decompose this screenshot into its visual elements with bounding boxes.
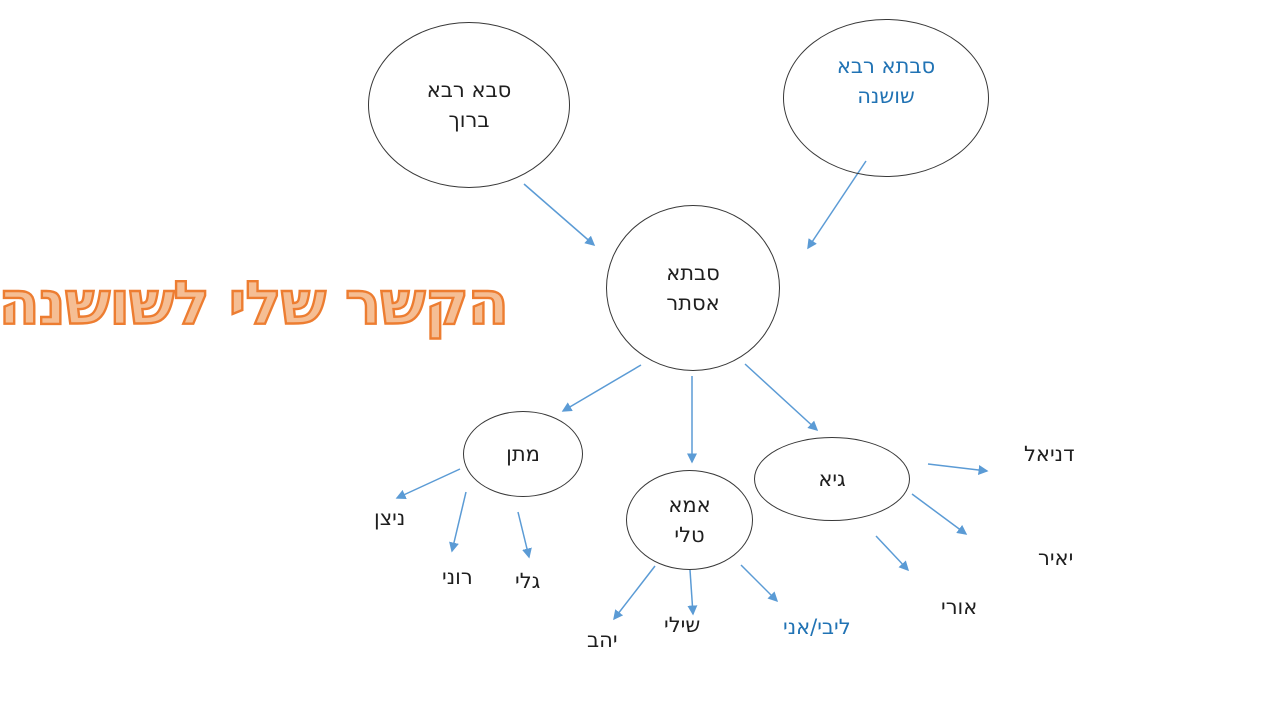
node-guy: גיא: [754, 437, 910, 521]
edge-tali-shili: [687, 569, 698, 616]
node-label-line: סבתא: [666, 260, 720, 285]
node-label-line: שושנה: [857, 84, 915, 108]
edge-matan-nitzan: [395, 468, 461, 499]
leaf-yahav: יהב: [587, 628, 618, 652]
leaf-gali: גלי: [515, 569, 541, 593]
node-great-grandmother-shoshana: סבתא רבא שושנה: [783, 19, 989, 177]
node-label-line: גיא: [818, 466, 846, 491]
edge-esther-guy: [744, 363, 819, 432]
node-label-line: אסתר: [666, 291, 720, 315]
node-label-line: סבתא רבא: [836, 53, 936, 78]
node-matan: מתן: [463, 411, 583, 497]
leaf-roni: רוני: [442, 565, 473, 589]
edge-esther-matan: [561, 364, 642, 412]
node-label-line: סבא רבא: [426, 77, 512, 102]
leaf-ori: אורי: [941, 595, 978, 619]
leaf-yair: יאיר: [1038, 546, 1074, 570]
leaf-nitzan: ניצן: [374, 506, 406, 530]
edge-guy-daniel: [927, 463, 989, 475]
node-great-grandfather-baruch: סבא רבא ברוך: [368, 22, 570, 188]
edge-matan-roni: [449, 491, 467, 553]
edge-guy-ori: [875, 535, 910, 572]
leaf-shili: שילי: [664, 613, 701, 637]
node-label-line: אמא: [668, 492, 711, 517]
node-label-line: ברוך: [448, 108, 490, 132]
diagram-title: הקשר שלי לשושנה: [0, 268, 510, 339]
node-label-line: טלי: [674, 523, 705, 547]
leaf-daniel: דניאל: [1024, 442, 1075, 466]
edge-tali-yahav: [613, 565, 656, 621]
edge-guy-yair: [911, 493, 968, 535]
node-grandmother-esther: סבתא אסתר: [606, 205, 780, 371]
edge-tali-libi: [740, 564, 779, 603]
node-label-line: מתן: [506, 441, 540, 466]
leaf-libi-me: ליבי/אני: [783, 615, 851, 639]
edge-matan-gali: [517, 511, 532, 559]
edge-baruch-esther: [523, 183, 596, 246]
node-mom-tali: אמא טלי: [626, 470, 753, 570]
